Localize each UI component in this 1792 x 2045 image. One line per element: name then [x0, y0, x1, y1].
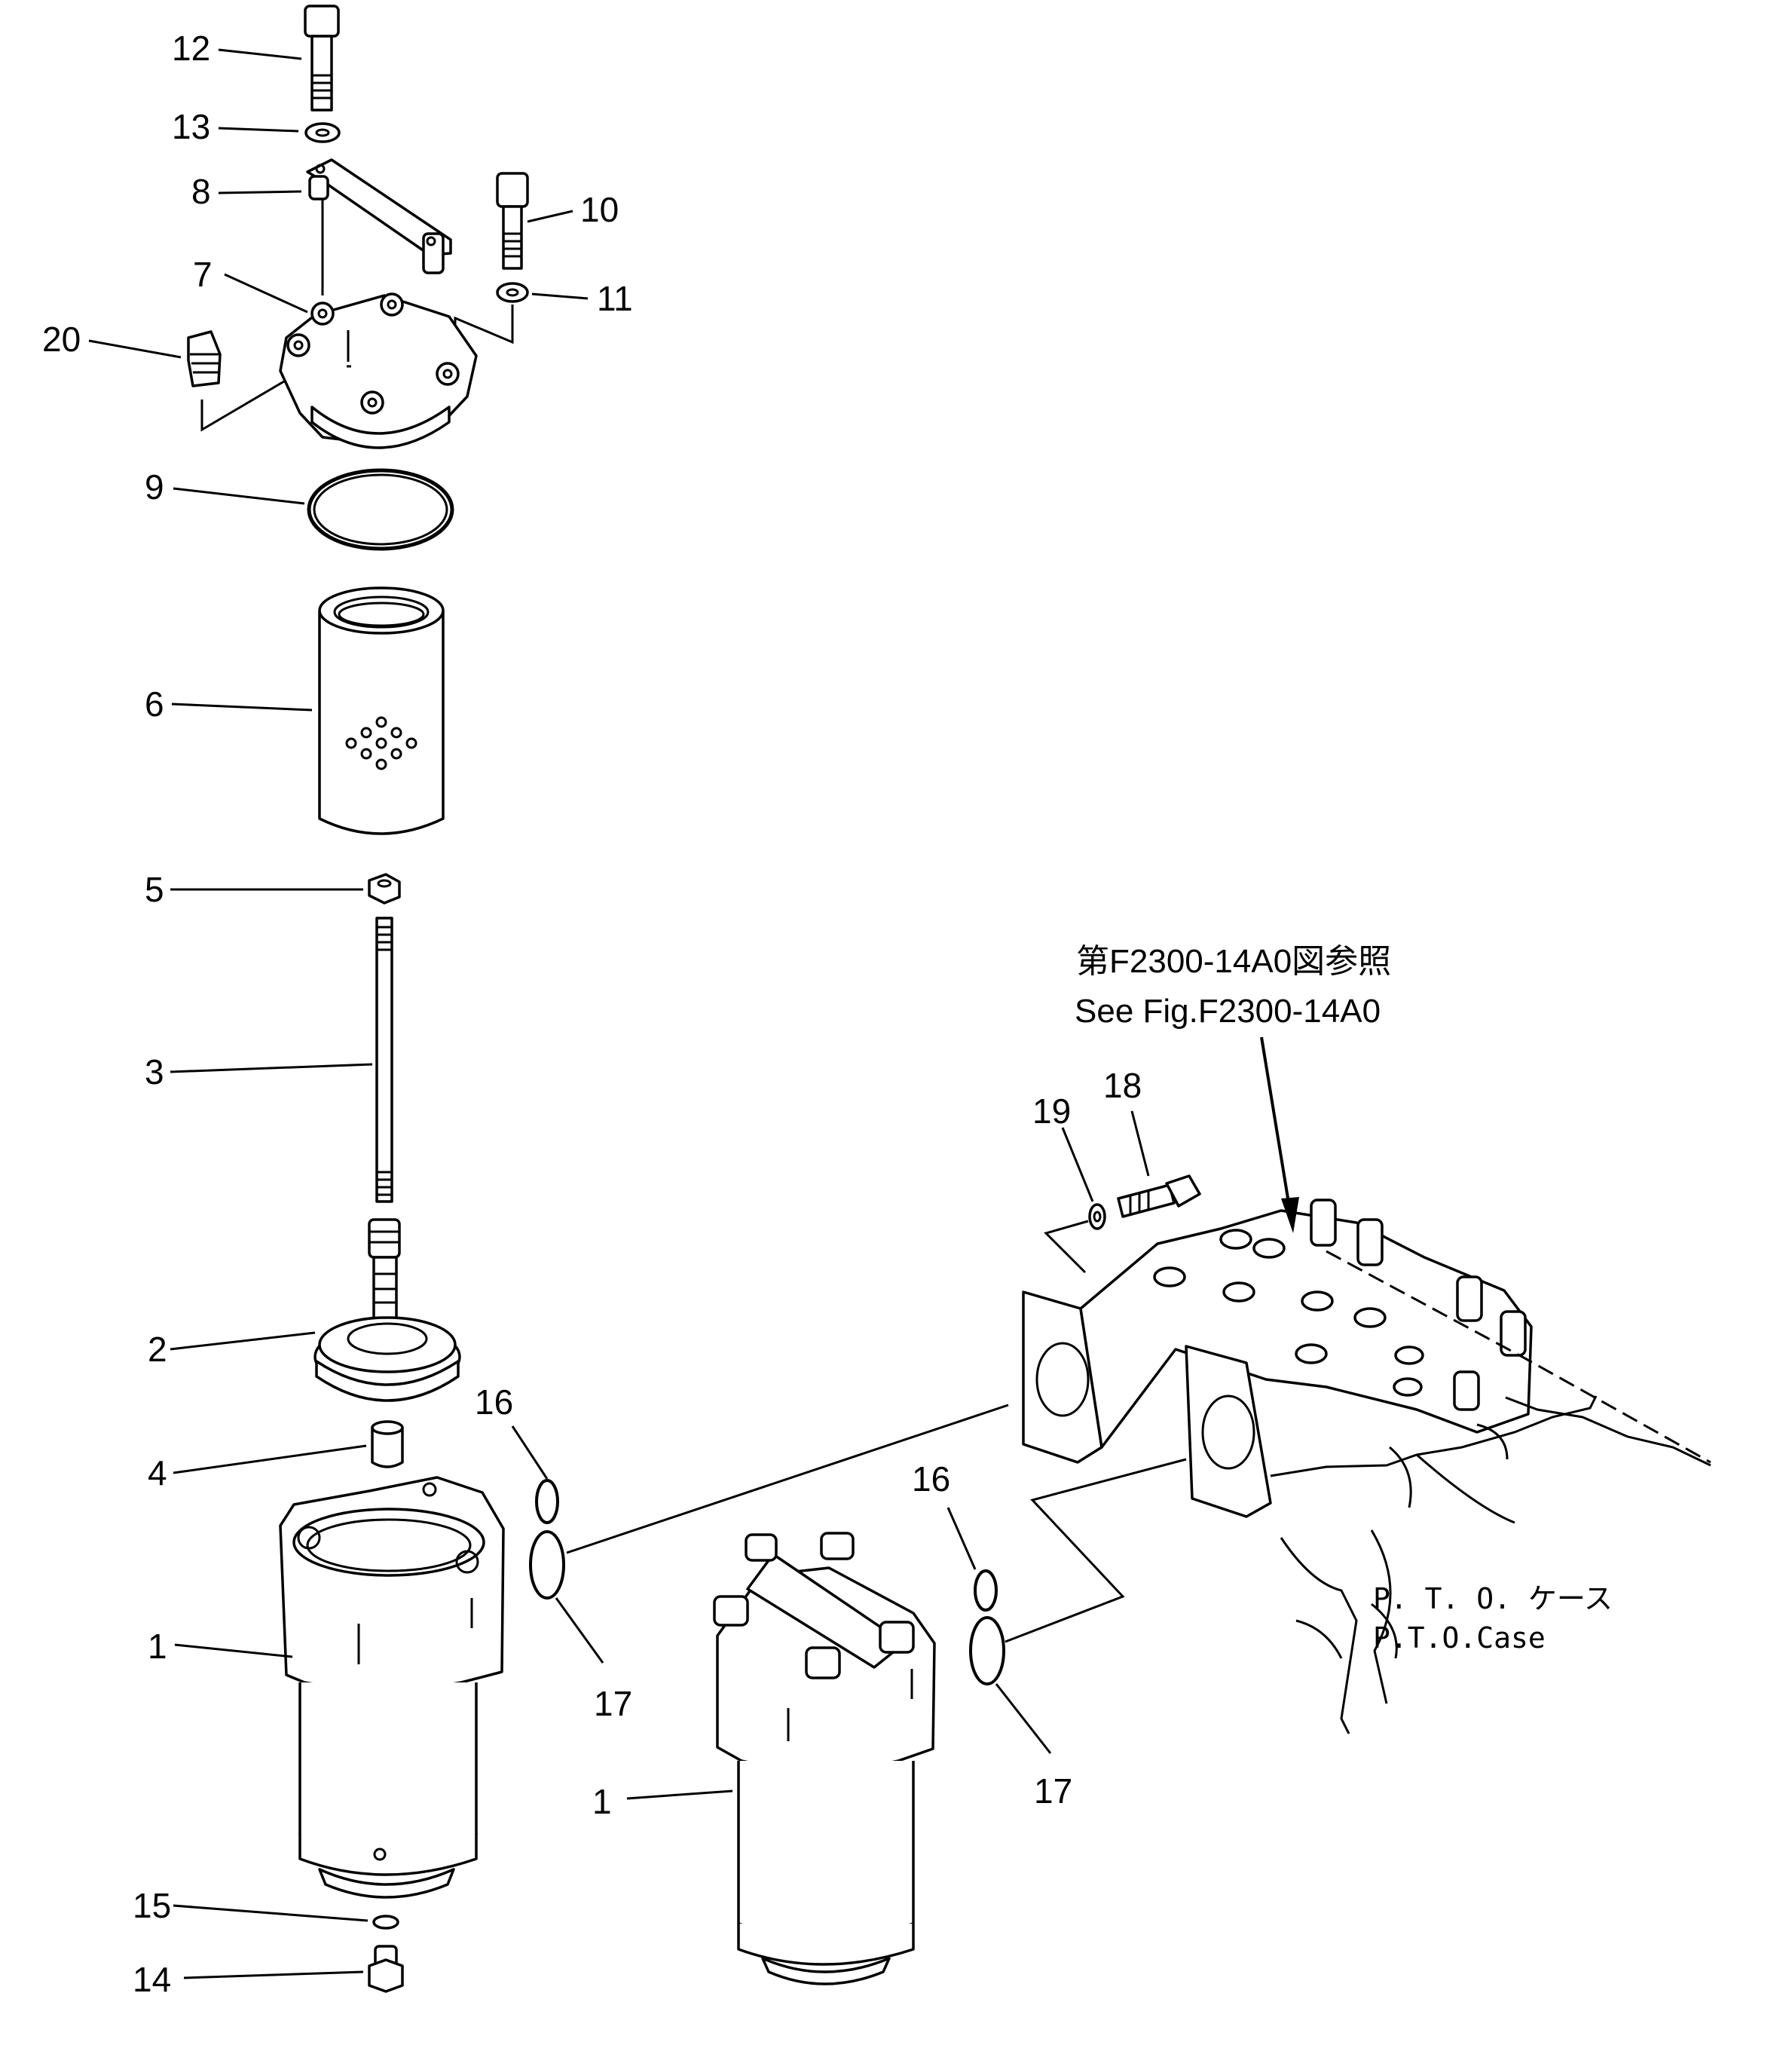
- callout-5: 5: [145, 870, 164, 909]
- filter-head-7: [279, 292, 478, 449]
- callout-3: 3: [145, 1052, 164, 1091]
- washer-13: [304, 122, 341, 143]
- bracket-8: [306, 158, 452, 274]
- callout-1-left: 1: [148, 1627, 167, 1666]
- o-ring-9: [307, 468, 454, 551]
- filter-case-1-assembled: [713, 1532, 936, 1985]
- filter-element-6: [318, 586, 445, 835]
- pto-case-label-en: P.T.O.Case: [1373, 1621, 1546, 1655]
- o-ring-16-right: [974, 1569, 998, 1612]
- reference-arrow: [1260, 1036, 1299, 1233]
- callout-7: 7: [193, 255, 213, 294]
- callout-17-left: 17: [594, 1684, 632, 1723]
- nut-5: [368, 873, 401, 905]
- reference-text-en: See Fig.F2300-14A0: [1075, 993, 1381, 1030]
- callout-13: 13: [172, 107, 210, 146]
- callout-9: 9: [145, 467, 164, 507]
- callout-17-right: 17: [1034, 1771, 1072, 1811]
- bolt-12: [304, 5, 340, 112]
- manifold-block: [1022, 1199, 1711, 1518]
- o-ring-17-left: [529, 1530, 565, 1600]
- bolt-18: [1117, 1174, 1201, 1218]
- callout-12: 12: [172, 29, 210, 68]
- washer-19: [1088, 1203, 1106, 1230]
- o-ring-17-right: [969, 1616, 1005, 1685]
- pto-case-outline: [1270, 1395, 1711, 1734]
- callout-4: 4: [148, 1453, 167, 1492]
- callout-8: 8: [191, 172, 211, 211]
- pto-case-label-jp: P. T. O. ケース: [1373, 1582, 1613, 1615]
- callout-2: 2: [148, 1330, 167, 1369]
- callout-16-right: 16: [912, 1459, 950, 1499]
- o-ring-15: [372, 1915, 399, 1930]
- reference-text-jp: 第F2300-14A0図参照: [1076, 943, 1391, 980]
- valve-assembly-2: [313, 1218, 461, 1402]
- callout-18: 18: [1103, 1066, 1142, 1105]
- callout-16-left: 16: [475, 1382, 513, 1422]
- rod-3: [375, 917, 393, 1203]
- washer-11: [496, 282, 529, 303]
- callout-14: 14: [133, 1960, 171, 1999]
- bolt-10: [496, 172, 529, 270]
- sleeve-4: [371, 1420, 404, 1468]
- plug-20: [187, 330, 222, 387]
- callout-1-center: 1: [592, 1782, 612, 1821]
- drain-plug-14: [368, 1945, 404, 1993]
- callout-15: 15: [133, 1886, 171, 1925]
- callout-20: 20: [42, 320, 81, 359]
- callout-6: 6: [145, 684, 164, 724]
- o-ring-16-left: [535, 1479, 559, 1524]
- filter-case-1-left: [279, 1476, 505, 1899]
- callout-19: 19: [1032, 1091, 1071, 1131]
- callout-10: 10: [580, 190, 619, 229]
- callout-11: 11: [597, 279, 633, 318]
